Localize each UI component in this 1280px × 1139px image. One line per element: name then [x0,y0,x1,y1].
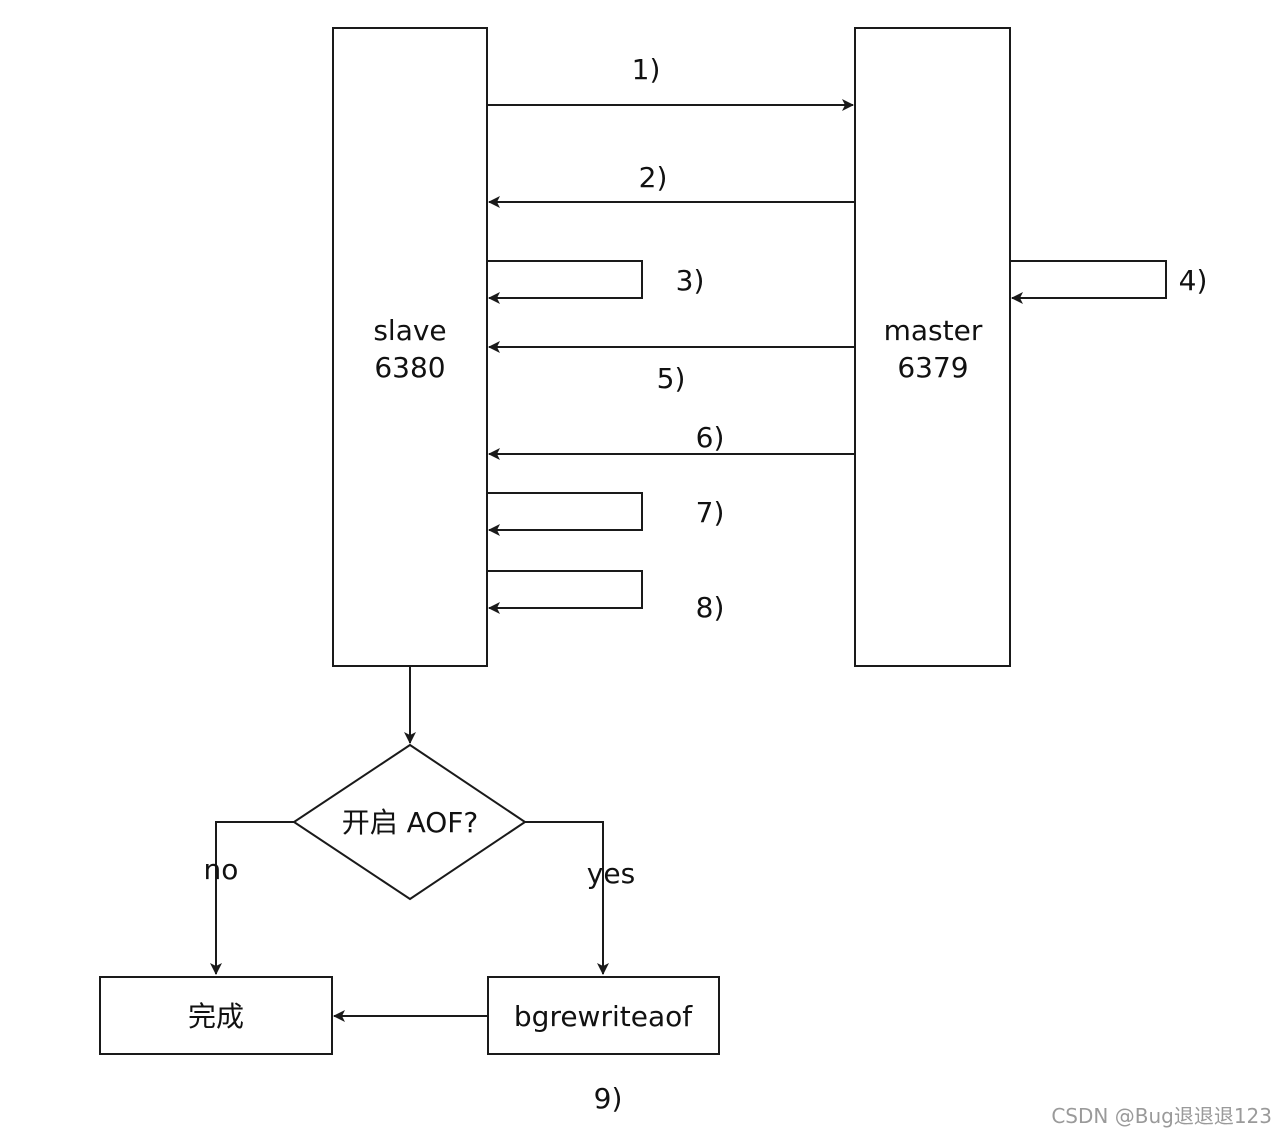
arrow-yes-branch [525,821,609,975]
master-node [854,27,1011,667]
step-4-label: 4) [1179,264,1208,297]
arrow-no-branch [210,821,294,975]
done-label: 完成 [188,1000,244,1033]
watermark-text: CSDN @Bug退退退123 [1051,1104,1272,1128]
step-7-label: 7) [696,496,725,529]
yes-branch-label: yes [587,857,635,890]
arrow-step-3 [487,260,643,304]
bgrewriteaof-node [487,976,720,1055]
step-5-label: 5) [657,362,686,395]
arrow-step-7 [487,492,643,536]
slave-port: 6380 [374,351,445,384]
bgrewriteaof-label: bgrewriteaof [514,1000,693,1033]
slave-node [332,27,488,667]
arrow-step-4 [1010,260,1167,304]
step-9-label: 9) [594,1082,623,1115]
aof-decision-node [292,743,527,901]
step-1-label: 1) [632,53,661,86]
arrow-step-8 [487,570,643,614]
step-6-label: 6) [696,421,725,454]
step-2-label: 2) [639,161,668,194]
master-name: master [884,314,983,347]
slave-name: slave [373,314,446,347]
aof-decision-label: 开启 AOF? [342,806,479,839]
step-3-label: 3) [676,264,705,297]
no-branch-label: no [204,853,239,886]
master-port: 6379 [897,351,968,384]
step-8-label: 8) [696,591,725,624]
done-node [99,976,333,1055]
